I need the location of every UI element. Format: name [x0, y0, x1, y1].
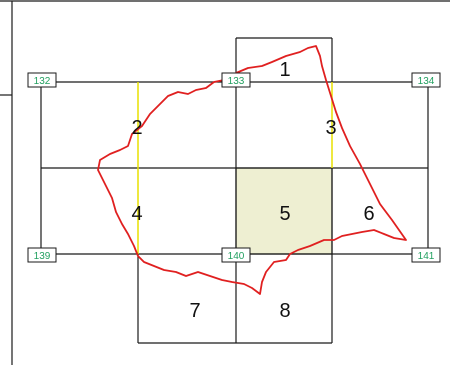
- node-133[interactable]: 133: [221, 72, 251, 88]
- region-boundary: [97, 45, 407, 295]
- sheet-3[interactable]: 3: [325, 117, 336, 139]
- sheet-8[interactable]: 8: [279, 300, 290, 322]
- sheet-5-highlight[interactable]: [235, 167, 333, 255]
- node-134[interactable]: 134: [411, 72, 441, 88]
- node-label: 140: [228, 251, 245, 262]
- node-label: 134: [418, 76, 435, 87]
- node-label: 141: [418, 251, 435, 262]
- node-132[interactable]: 132: [27, 72, 57, 88]
- node-141[interactable]: 141: [411, 247, 441, 263]
- sheet-4[interactable]: 4: [131, 203, 142, 225]
- sheet-5[interactable]: 5: [279, 203, 290, 225]
- sheet-1[interactable]: 1: [279, 59, 290, 81]
- sheet-6[interactable]: 6: [363, 203, 374, 225]
- node-label: 139: [34, 251, 51, 262]
- node-139[interactable]: 139: [27, 247, 57, 263]
- sheet-2[interactable]: 2: [131, 117, 142, 139]
- node-label: 133: [228, 76, 245, 87]
- sheet-7[interactable]: 7: [189, 300, 200, 322]
- node-140[interactable]: 140: [221, 247, 251, 263]
- node-label: 132: [34, 76, 51, 87]
